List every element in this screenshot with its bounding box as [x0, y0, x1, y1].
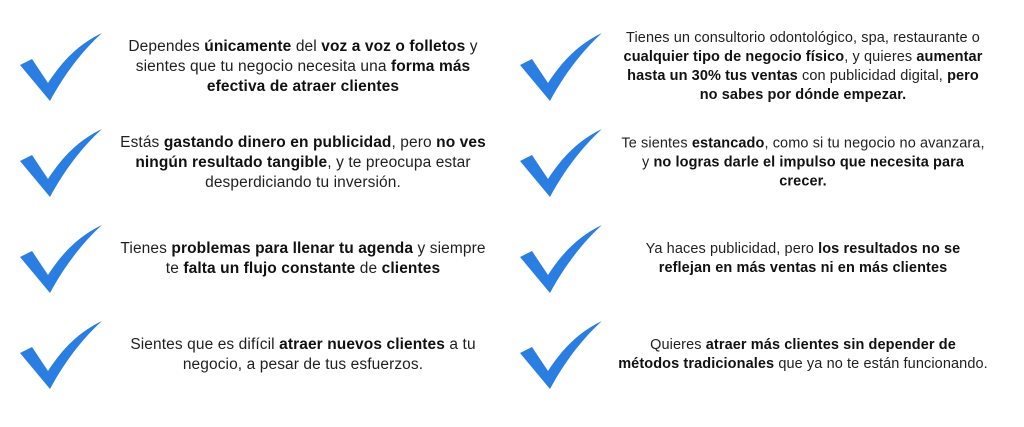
bold-text: no logras darle el impulso que necesita … — [653, 154, 965, 190]
bold-text: atraer más clientes sin depender de méto… — [618, 337, 956, 372]
checkmark-icon — [20, 33, 102, 101]
benefit-text: Estás gastando dinero en publicidad, per… — [118, 133, 488, 193]
benefit-text: Ya haces publicidad, pero los resultados… — [618, 240, 988, 278]
text-segment: que ya no te están funcionando. — [774, 356, 988, 372]
bold-text: clientes — [381, 260, 441, 277]
checkmark-icon — [520, 321, 602, 389]
text-segment: del — [291, 38, 322, 55]
text-segment: con publicidad digital, — [797, 68, 948, 84]
bold-text: estancado — [691, 135, 765, 152]
checkmark-icon — [20, 129, 102, 197]
text-segment: y siempre te — [165, 240, 486, 277]
benefit-item: Te sientes estancado, como si tu negocio… — [500, 118, 1000, 208]
benefit-text: Quieres atraer más clientes sin depender… — [618, 336, 988, 374]
text-segment: Estás — [120, 134, 164, 151]
benefit-text: Te sientes estancado, como si tu negocio… — [618, 135, 988, 192]
benefit-text: Tienes problemas para llenar tu agenda y… — [118, 239, 488, 279]
bold-text: voz a voz o folletos — [321, 38, 466, 55]
bold-text: atraer nuevos clientes — [279, 336, 445, 353]
bold-text: los resultados no se reflejan en más ven… — [658, 241, 961, 276]
text-segment: , y quieres — [844, 49, 917, 65]
benefit-text: Dependes únicamente del voz a voz o foll… — [118, 37, 488, 97]
checkmark-icon — [520, 129, 602, 197]
benefit-item: Tienes un consultorio odontológico, spa,… — [500, 22, 1000, 112]
benefit-item: Estás gastando dinero en publicidad, per… — [0, 118, 500, 208]
bold-text: únicamente — [204, 38, 292, 55]
text-segment: y sientes que tu negocio necesita una — [135, 38, 478, 75]
text-segment: , pero — [391, 134, 437, 151]
checkmark-icon — [520, 225, 602, 293]
checkmark-icon — [20, 321, 102, 389]
benefit-item: Quieres atraer más clientes sin depender… — [500, 310, 1000, 400]
benefit-text: Tienes un consultorio odontológico, spa,… — [618, 29, 988, 105]
text-segment: Sientes que es difícil — [130, 336, 280, 353]
text-segment: Ya haces publicidad, pero — [645, 241, 819, 257]
benefit-item: Sientes que es difícil atraer nuevos cli… — [0, 310, 500, 400]
bold-text: pero no sabes por dónde empezar. — [699, 68, 979, 103]
text-segment: de — [355, 260, 382, 277]
checkmark-icon — [520, 33, 602, 101]
bold-text: problemas para llenar tu agenda — [171, 240, 414, 257]
checkmark-icon — [20, 225, 102, 293]
text-segment: , como si tu negocio no avanzara, y — [641, 135, 985, 171]
benefit-item: Ya haces publicidad, pero los resultados… — [500, 214, 1000, 304]
bold-text: gastando dinero en publicidad — [163, 134, 392, 151]
text-segment: , y te preocupa estar desperdiciando tu … — [205, 154, 471, 191]
text-segment: Dependes — [128, 38, 205, 55]
benefit-text: Sientes que es difícil atraer nuevos cli… — [118, 335, 488, 375]
text-segment: Tienes — [120, 240, 172, 257]
benefit-item: Dependes únicamente del voz a voz o foll… — [0, 22, 500, 112]
bold-text: falta un flujo constante — [183, 260, 356, 277]
benefit-item: Tienes problemas para llenar tu agenda y… — [0, 214, 500, 304]
text-segment: Quieres — [650, 337, 706, 353]
bold-text: cualquier tipo de negocio físico — [623, 49, 845, 65]
bold-text: forma más efectiva de atraer clientes — [206, 58, 471, 95]
text-segment: a tu negocio, a pesar de tus esfuerzos. — [182, 336, 476, 373]
text-segment: Tienes un consultorio odontológico, spa,… — [626, 30, 980, 46]
bold-text: no ves ningún resultado tangible — [135, 134, 486, 171]
text-segment: Te sientes — [621, 135, 692, 152]
bold-text: aumentar hasta un 30% tus ventas — [627, 49, 983, 84]
